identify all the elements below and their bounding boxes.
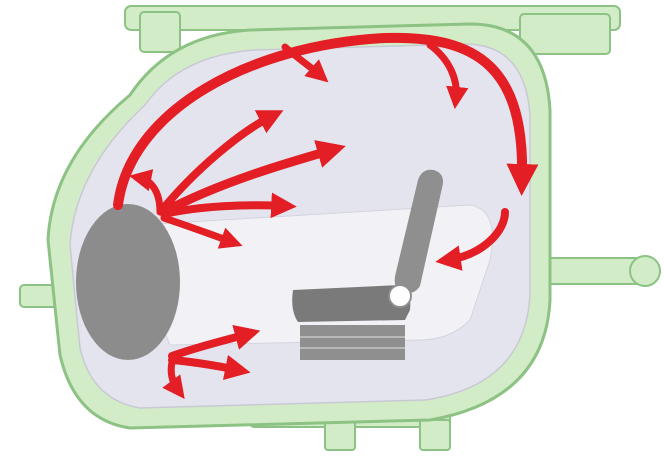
floor-foot-left — [325, 420, 355, 450]
floor-foot-right — [420, 420, 450, 450]
seat-base — [300, 325, 405, 360]
rear-axle-hub — [630, 256, 660, 286]
operator-head — [76, 204, 180, 360]
roof-bracket-right — [520, 14, 610, 54]
roof-bracket-left — [140, 12, 180, 52]
seat-pivot — [389, 285, 411, 307]
